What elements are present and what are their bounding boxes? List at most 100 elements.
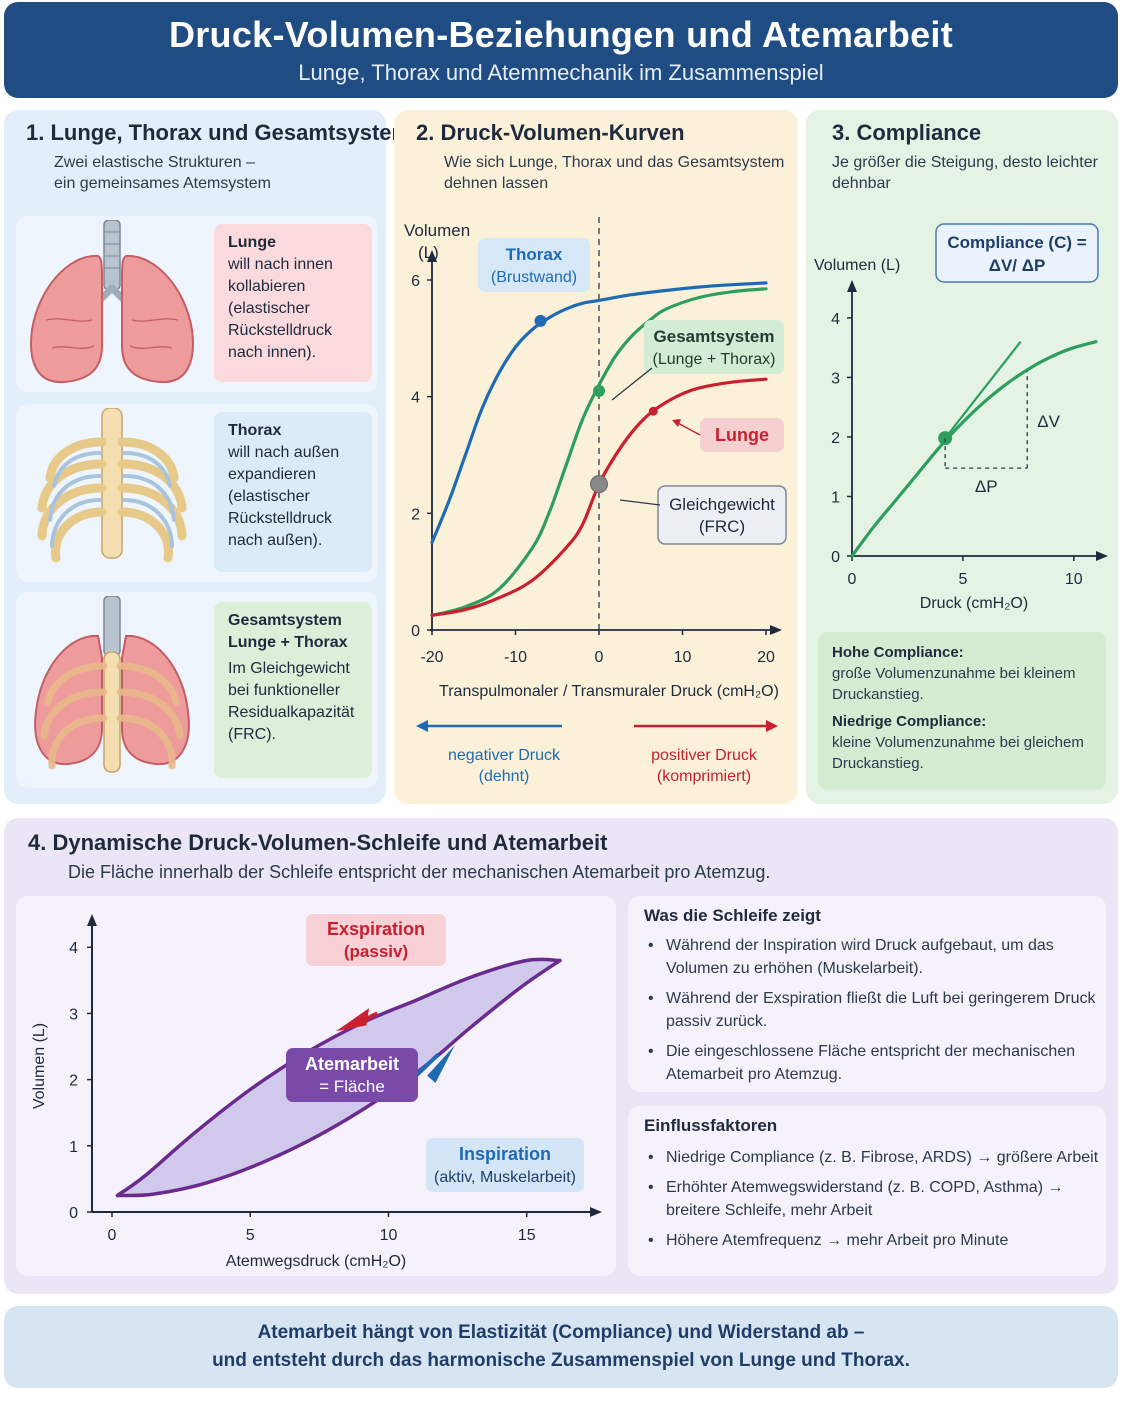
x-axis-arrow: [1096, 551, 1108, 561]
lung-icon: [30, 220, 194, 384]
y-tick-label: 3: [69, 1006, 78, 1023]
y-tick-label: 1: [69, 1139, 78, 1156]
y-axis-arrow: [87, 914, 97, 926]
y-tick-label: 4: [69, 940, 78, 957]
list-item: Während der Inspiration wird Druck aufge…: [642, 934, 1098, 980]
atemarbeit-label-text: = Fläche: [319, 1077, 385, 1096]
inspiration-label-text: (aktiv, Muskelarbeit): [434, 1169, 576, 1186]
y-tick-label: 6: [411, 273, 420, 290]
y-tick-label: 3: [831, 370, 840, 387]
x-tick-label: 0: [595, 649, 604, 666]
thorax-card: Thorax will nach außen expandieren (elas…: [16, 404, 378, 582]
lunge-leader-arrow: [672, 419, 681, 427]
negative-pressure-note: (dehnt): [479, 768, 530, 785]
gleichgewicht-label-text: Gleichgewicht: [669, 495, 775, 514]
inspiration-curve: [115, 958, 562, 1198]
lunge-card: Lunge will nach innen kollabieren (elast…: [16, 216, 378, 392]
section4-title: 4. Dynamische Druck-Volumen-Schleife und…: [28, 830, 608, 855]
y-tick-label: 2: [69, 1073, 78, 1090]
delta-p-label: ΔP: [975, 477, 998, 496]
y-axis-arrow: [427, 250, 437, 262]
compliance-formula-box: [935, 223, 1099, 283]
gesamt-label-text: Gesamtsystem: [654, 327, 775, 346]
y-tick-label: 4: [831, 311, 840, 328]
y-tick-label: 0: [411, 623, 420, 640]
positive-pressure-arrow-head: [766, 720, 778, 732]
loop-shows-box: Was die Schleife zeigt Während der Inspi…: [628, 896, 1106, 1092]
compliance-formula: Compliance (C) =: [947, 233, 1086, 252]
negative-pressure-arrow-head: [416, 720, 428, 732]
list-item: Die eingeschlossene Fläche entspricht de…: [642, 1040, 1098, 1086]
y-axis-label: Volumen (L): [31, 1023, 48, 1109]
compliance-chart: Compliance (C) = ΔV/ ΔP Volumen (L) 0 1 2 3 4 0 5…: [814, 223, 1108, 612]
x-tick-label: 10: [380, 1227, 398, 1244]
compliance-formula-ratio: ΔV/ ΔP: [989, 256, 1046, 275]
list-item: Erhöhter Atemwegswiderstand (z. B. COPD,…: [642, 1176, 1102, 1222]
x-tick-label: -20: [420, 649, 443, 666]
thorax-label-text: Thorax: [506, 245, 563, 264]
list-item: Höhere Atemfrequenz → mehr Arbeit pro Mi…: [642, 1229, 1102, 1252]
delta-v-label: ΔV: [1037, 412, 1060, 431]
lunge-infobox: Lunge will nach innen kollabieren (elast…: [214, 224, 372, 382]
negative-pressure-label: negativer Druck: [448, 747, 561, 764]
thorax-label-text: (Brustwand): [491, 269, 577, 286]
factors-title: Einflussfaktoren: [644, 1116, 778, 1135]
x-tick-label: 10: [1065, 571, 1083, 588]
lunge-leader: [675, 421, 701, 436]
x-axis-arrow: [770, 625, 782, 635]
header-banner: Druck-Volumen-Beziehungen und Atemarbeit…: [4, 2, 1118, 98]
loop-shows-list: Während der Inspiration wird Druck aufge…: [642, 934, 1098, 1093]
y-tick-label: 2: [831, 430, 840, 447]
gesamt-label: [644, 320, 784, 374]
compliance-explanation: Hohe Compliance: große Volumenzunahme be…: [818, 632, 1106, 790]
y-tick-label: 0: [831, 549, 840, 566]
x-tick-label: 15: [518, 1227, 536, 1244]
y-axis-label: Volumen: [404, 221, 470, 240]
inspiration-label-text: Inspiration: [459, 1144, 551, 1164]
section-lunge-thorax: 1. Lunge, Thorax und Gesamtsystem Zwei e…: [4, 110, 411, 804]
section1-subtitle: Zwei elastische Strukturen – ein gemeins…: [54, 154, 271, 192]
loop-shows-title: Was die Schleife zeigt: [644, 906, 821, 925]
factors-box: Einflussfaktoren Niedrige Compliance (z.…: [628, 1106, 1106, 1276]
inspiration-arrow-head: [427, 1045, 455, 1083]
x-tick-label: 0: [848, 571, 857, 588]
thorax-label: [478, 238, 590, 292]
x-axis-label: Transpulmonaler / Transmuraler Druck (cm…: [439, 683, 779, 700]
y-axis-arrow: [847, 280, 857, 292]
list-item: Niedrige Compliance (z. B. Fibrose, ARDS…: [642, 1146, 1102, 1169]
footer-summary: Atemarbeit hängt von Elastizität (Compli…: [4, 1306, 1118, 1388]
atemarbeit-label: [286, 1048, 418, 1102]
x-axis-label: Druck (cmH₂O): [920, 595, 1028, 612]
thorax-infobox: Thorax will nach außen expandieren (elas…: [214, 412, 372, 572]
compliance-tangent: [944, 341, 1022, 439]
exspiration-label-text: Exspiration: [327, 919, 425, 939]
x-axis-label: Atemwegsdruck (cmH₂O): [226, 1253, 406, 1270]
section-compliance: 3. Compliance Je größer die Steigung, de…: [806, 110, 1118, 804]
atemarbeit-label-text: Atemarbeit: [305, 1054, 399, 1074]
list-item: Während der Exspiration fließt die Luft …: [642, 987, 1098, 1033]
page-title: Druck-Volumen-Beziehungen und Atemarbeit: [168, 14, 954, 55]
lunge-label-text: Lunge: [715, 425, 769, 445]
x-tick-label: -10: [504, 649, 527, 666]
inspiration-direction: [414, 1053, 440, 1078]
gleichgewicht-label-text: (FRC): [699, 517, 745, 536]
inspiration-label: [426, 1138, 584, 1192]
gleichgewicht-label: [657, 485, 787, 545]
rib-cage-icon: [37, 408, 187, 563]
data-point-2: [593, 384, 605, 397]
gesamt-label-text: (Lunge + Thorax): [653, 351, 776, 368]
section2-subtitle: Wie sich Lunge, Thorax und das Gesamtsys…: [444, 154, 785, 192]
y-axis-label: Volumen (L): [814, 257, 900, 274]
gesamt-leader: [611, 367, 653, 401]
page-subtitle: Lunge, Thorax und Atemmechanik im Zusamm…: [298, 60, 824, 85]
gleichgewicht-leader: [619, 499, 661, 506]
section-pv-loop: 4. Dynamische Druck-Volumen-Schleife und…: [4, 818, 1118, 1294]
x-tick-label: 0: [108, 1227, 117, 1244]
data-point-4: [590, 475, 608, 494]
x-tick-label: 5: [958, 571, 967, 588]
exspiration-curve: [115, 957, 562, 1198]
y-tick-label: 1: [831, 489, 840, 506]
positive-pressure-label: positiver Druck: [651, 747, 758, 764]
